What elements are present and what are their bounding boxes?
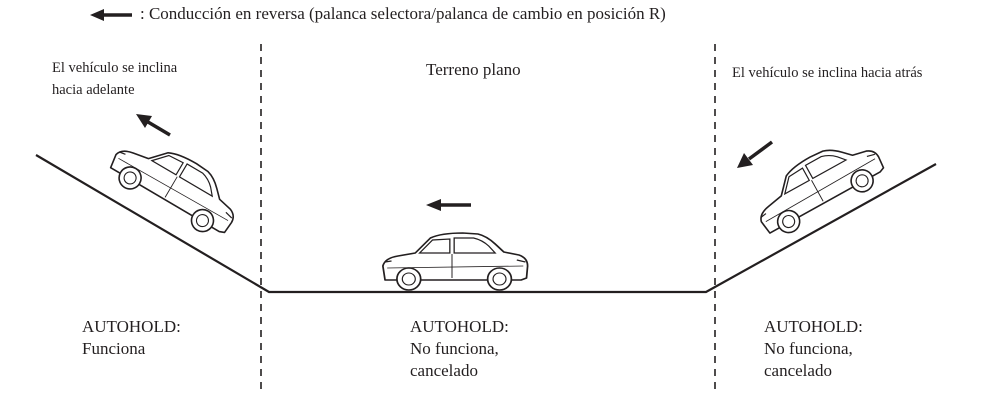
autohold-status-line: Funciona (82, 339, 146, 358)
panel-title-flat: Terreno plano (426, 60, 521, 80)
autohold-status-flat: AUTOHOLD: No funciona, cancelado (410, 316, 509, 382)
autohold-status-line: cancelado (410, 361, 478, 380)
reverse-arrow-downhill (136, 114, 171, 137)
panel-title-uphill: El vehículo se inclina hacia atrás (732, 62, 922, 84)
left-arrow-icon (90, 9, 132, 21)
reverse-arrow-uphill (737, 140, 774, 168)
reverse-arrow-flat (426, 199, 471, 211)
car-flat (382, 232, 529, 291)
autohold-status-downhill: AUTOHOLD: Funciona (82, 316, 181, 360)
autohold-status-uphill: AUTOHOLD: No funciona, cancelado (764, 316, 863, 382)
panel-title-line: hacia adelante (52, 82, 135, 98)
ground-line (35, 154, 937, 294)
autohold-status-line: No funciona, (410, 339, 499, 358)
panel-title-line: El vehículo se inclina (52, 60, 178, 76)
autohold-status-line: cancelado (764, 361, 832, 380)
autohold-label: AUTOHOLD: (764, 317, 863, 336)
panel-title-line: Terreno plano (426, 60, 521, 79)
car-downhill (103, 125, 250, 245)
panel-title-downhill: El vehículo se inclina hacia adelante (52, 57, 177, 101)
panel-title-line: El vehículo se inclina hacia atrás (732, 65, 923, 81)
autohold-label: AUTOHOLD: (82, 317, 181, 336)
autohold-label: AUTOHOLD: (410, 317, 509, 336)
legend-text: : Conducción en reversa (palanca selecto… (140, 4, 666, 23)
autohold-status-line: No funciona, (764, 339, 853, 358)
